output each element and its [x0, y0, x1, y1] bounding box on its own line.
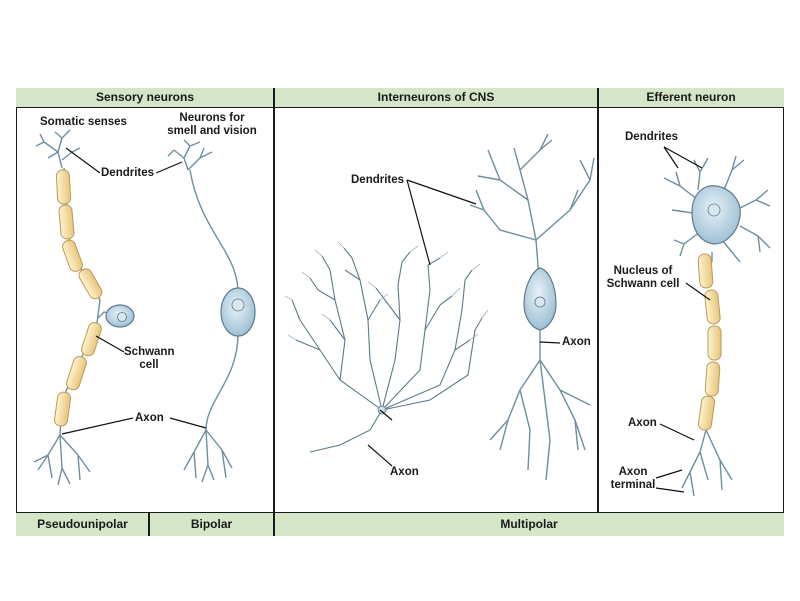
label-dendrites-efferent: Dendrites [625, 131, 679, 143]
divider-inter-efferent [597, 88, 599, 512]
label-dendrites-sensory: Dendrites [101, 167, 155, 179]
header-sensory-neurons: Sensory neurons [16, 88, 274, 108]
interneuron-branching-tree [291, 247, 483, 453]
leader-lines [61, 146, 711, 493]
footer-pseudounipolar: Pseudounipolar [16, 512, 149, 536]
label-axon-inter-right: Axon [562, 336, 591, 348]
footer-multipolar: Multipolar [274, 512, 784, 536]
divider-sensory-inter [273, 88, 275, 536]
efferent-neuron [663, 155, 771, 497]
label-nucleus-line2: Schwann cell [606, 278, 680, 290]
interneuron-pyramidal [469, 133, 595, 481]
label-neurons-for-line1: Neurons for [179, 112, 245, 124]
bipolar-cell-body [220, 287, 256, 337]
label-neurons-for-smell-vision: Neurons for smell and vision [160, 112, 264, 138]
header-interneurons: Interneurons of CNS [274, 88, 598, 108]
label-axon-terminal-line1: Axon [618, 466, 648, 478]
label-schwann-line1: Schwann [124, 346, 175, 358]
label-axon-sensory: Axon [135, 412, 164, 424]
label-nucleus-schwann: Nucleus of Schwann cell [600, 265, 686, 291]
label-schwann-cell: Schwann cell [124, 346, 174, 372]
footer-bipolar: Bipolar [149, 512, 274, 536]
label-neurons-for-line2: smell and vision [167, 125, 257, 137]
label-axon-terminal: Axon terminal [610, 466, 656, 492]
label-somatic-senses: Somatic senses [40, 116, 127, 128]
label-nucleus-line1: Nucleus of [613, 265, 673, 277]
header-efferent-neuron: Efferent neuron [598, 88, 784, 108]
label-axon-terminal-line2: terminal [610, 479, 656, 491]
label-axon-inter-bottom: Axon [390, 466, 419, 478]
label-axon-efferent: Axon [628, 417, 657, 429]
bipolar-neuron [167, 139, 239, 483]
label-dendrites-inter: Dendrites [351, 174, 405, 186]
divider-pseudo-bipolar [148, 512, 150, 536]
label-schwann-line2: cell [139, 359, 159, 371]
